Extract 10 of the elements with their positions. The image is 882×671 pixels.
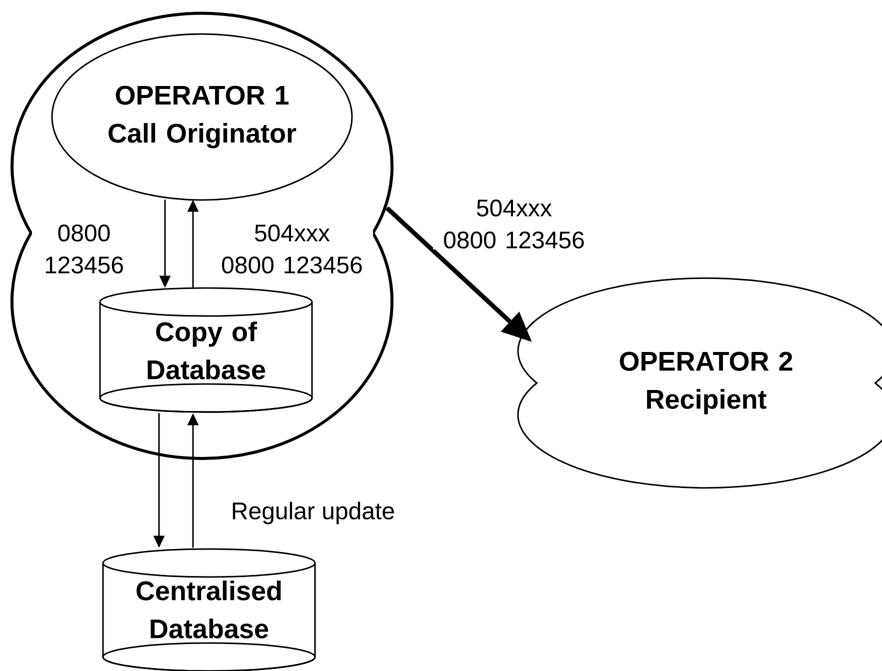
database-cylinder: Copy of Database — [99, 287, 313, 413]
edge-label: 0800 123456 — [32, 222, 136, 276]
edge-label: 504xxx 0800 123456 — [211, 224, 373, 274]
network-cloud — [10, 12, 394, 460]
database-cylinder: Centralised Database — [102, 548, 316, 671]
edge-label: 504xxx 0800 123456 — [433, 198, 595, 250]
operator-cloud: OPERATOR 2 Recipient — [517, 278, 882, 488]
edge-label: Regular update — [228, 500, 398, 526]
node-label: Centralised Database — [136, 580, 281, 638]
node-label: Copy of Database — [148, 322, 266, 380]
